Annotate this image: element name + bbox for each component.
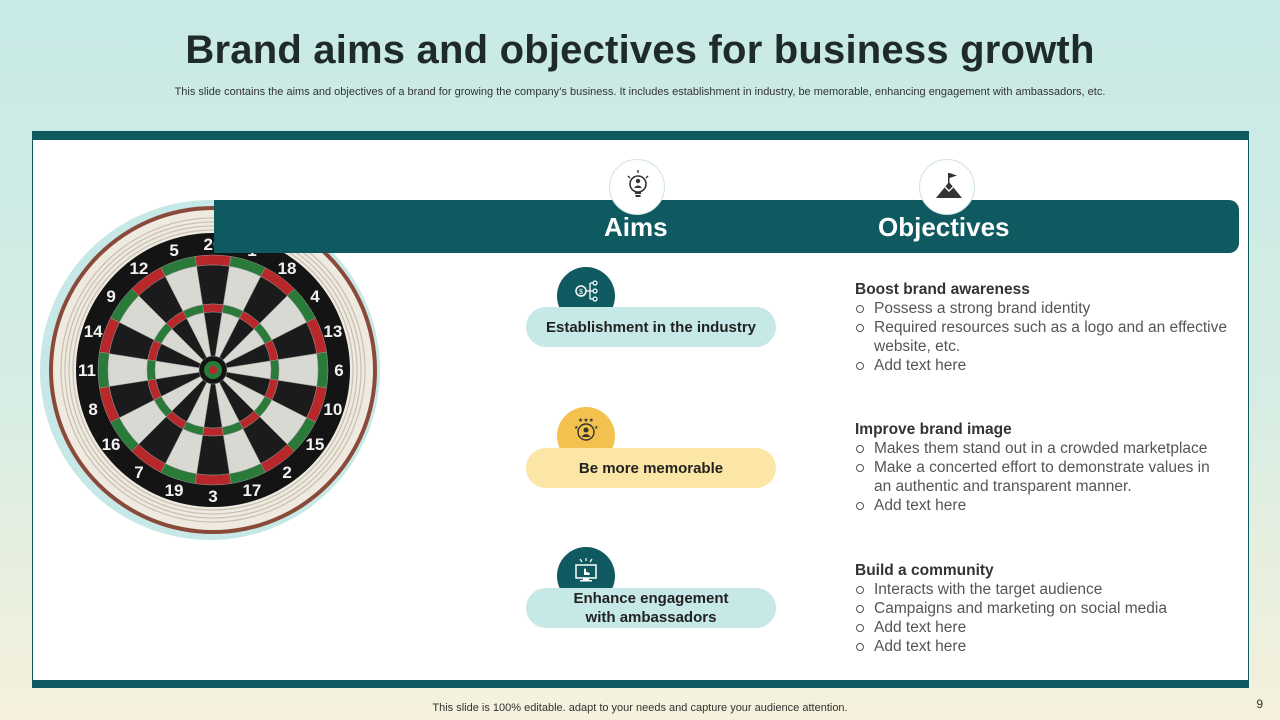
objectives-header: Objectives [878,212,1010,242]
objective-bullet: Add text here [855,618,1230,637]
objective-bullet: Makes them stand out in a crowded market… [855,439,1230,458]
network-icon: $ [575,280,598,302]
aim-pill: Establishment in the industry [526,307,776,347]
objective-bullet: Make a concerted effort to demonstrate v… [855,458,1230,496]
rope-line [72,229,354,511]
treble-ring-segment [146,359,156,381]
dartboard-number: 8 [88,400,97,419]
objective-title: Improve brand image [855,421,1012,438]
dartboard-number: 19 [165,481,184,500]
slide-subtitle: This slide contains the aims and objecti… [174,86,1106,98]
monitor-hand-icon [575,558,597,582]
mountain-flag-icon [936,173,962,198]
objective-block: Build a community Interacts with the tar… [855,561,1230,656]
person-stars-icon: ★★★ ★ ★ [574,417,599,441]
inner-single-segment [186,312,212,358]
dartboard-number: 6 [334,361,343,380]
dartboard-number: 17 [242,481,261,500]
dartboard-number: 18 [278,259,297,278]
dartboard-number: 2 [282,463,291,482]
aim-pill: Be more memorable [526,448,776,488]
dartboard-number: 16 [102,435,121,454]
double-ring-segment [194,473,232,486]
treble-ring-segment [270,359,280,381]
dartboard-number: 11 [78,361,96,380]
dartboard-number: 13 [323,322,342,341]
objective-bullet: Possess a strong brand identity [855,299,1230,318]
dartboard-number: 9 [106,287,115,306]
objective-bullet: Add text here [855,356,1230,375]
dartboard-number: 12 [129,259,148,278]
objective-block: Improve brand image Makes them stand out… [855,420,1230,515]
aim-label: Enhance engagement with ambassadors [573,590,729,626]
objective-title: Boost brand awareness [855,281,1030,298]
rope-line [60,217,366,523]
dartboard-number: 15 [305,435,324,454]
slide-footer: This slide is 100% editable. adapt to yo… [432,702,848,714]
slide-title: Brand aims and objectives for business g… [185,28,1095,72]
double-ring-segment [194,254,232,267]
objective-bullet: Add text here [855,637,1230,656]
header-bar [214,200,1239,253]
aims-header: Aims [604,212,668,242]
objective-block: Boost brand awareness Possess a strong b… [855,280,1230,375]
dartboard-number: 7 [134,463,143,482]
double-ring-segment [316,351,329,389]
aim-label: Be more memorable [578,459,724,477]
svg-text:★★★: ★★★ [578,417,594,424]
aim-pill: Enhance engagement with ambassadors [526,588,776,628]
objective-title: Build a community [855,562,994,579]
dartboard-number: 5 [169,241,178,260]
rope-line [68,225,358,515]
lightbulb-icon-badge [609,159,665,215]
treble-ring-segment [202,303,224,313]
svg-text:★: ★ [574,425,579,431]
double-ring-segment [97,351,110,389]
svg-text:$: $ [579,289,583,296]
rope-line [64,221,362,519]
page-number: 9 [1256,697,1263,711]
mountain-flag-icon-badge [919,159,975,215]
svg-text:★: ★ [594,425,599,431]
lightbulb-icon [627,170,649,197]
dartboard-number: 3 [208,487,217,506]
dartboard-image: 2011841361015217319716811149125 [40,200,380,540]
objective-bullet: Required resources such as a logo and an… [855,318,1230,356]
dartboard-number: 10 [323,400,342,419]
treble-ring-segment [202,427,224,437]
objective-bullet: Campaigns and marketing on social media [855,599,1230,618]
objective-bullet: Add text here [855,496,1230,515]
aim-label: Establishment in the industry [545,318,757,336]
dartboard-number: 14 [84,322,103,341]
bullseye [209,366,217,374]
panel-top-border [32,131,1249,140]
objective-bullet: Interacts with the target audience [855,580,1230,599]
panel-bottom-border [32,680,1249,688]
dartboard-number: 4 [310,287,320,306]
